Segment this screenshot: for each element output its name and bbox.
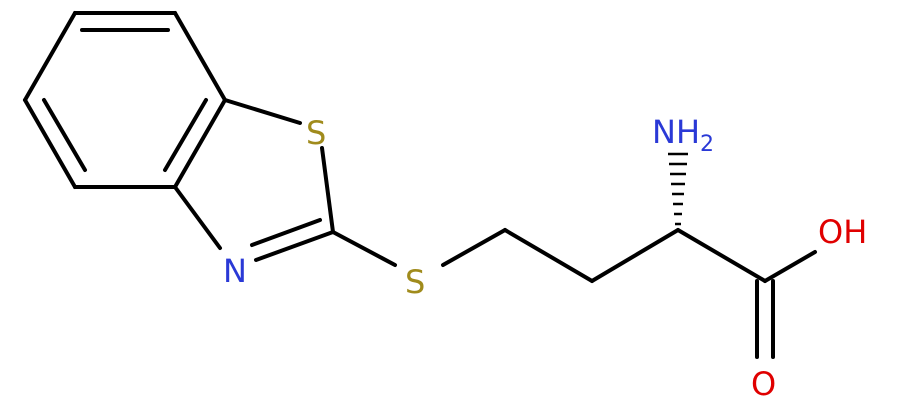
bond bbox=[331, 230, 397, 267]
bond bbox=[676, 228, 767, 283]
bond bbox=[590, 228, 680, 283]
thiazole-ring bbox=[173, 98, 335, 262]
bond bbox=[23, 98, 77, 189]
bond bbox=[441, 228, 507, 267]
bond bbox=[173, 185, 222, 250]
nitrogen-ring-label: N bbox=[223, 252, 247, 290]
bond bbox=[23, 11, 77, 102]
sulfur-thioether-label: S bbox=[405, 263, 425, 301]
hashed-wedge bbox=[668, 152, 688, 226]
bond-double-inner bbox=[250, 218, 322, 247]
hydroxyl-label: OH bbox=[818, 213, 867, 251]
bond-double-inner bbox=[163, 98, 208, 172]
side-chain bbox=[331, 228, 817, 359]
bond-double-inner bbox=[42, 98, 87, 172]
bond bbox=[223, 98, 302, 125]
bond bbox=[503, 228, 594, 283]
sulfur-ring-label: S bbox=[306, 114, 326, 152]
bond bbox=[763, 250, 817, 283]
bond bbox=[173, 11, 227, 102]
bond bbox=[320, 146, 335, 234]
amine-label: NH2 bbox=[652, 113, 714, 157]
bond bbox=[173, 98, 227, 189]
benzene-ring bbox=[23, 11, 227, 189]
bond bbox=[254, 230, 335, 262]
carbonyl-oxygen-label: O bbox=[751, 365, 776, 403]
